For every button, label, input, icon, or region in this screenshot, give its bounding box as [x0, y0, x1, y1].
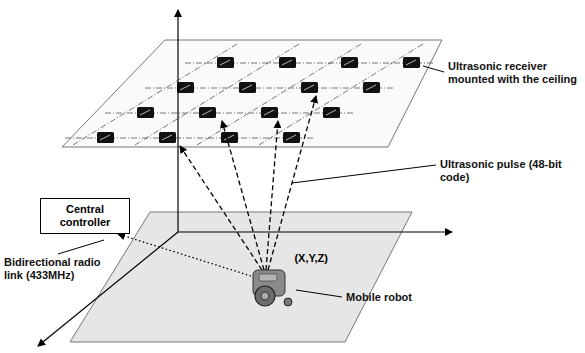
- ceiling-plane: [62, 40, 442, 147]
- box-label: Central controller: [45, 203, 125, 229]
- mobile-robot: (X,Y,Z): [245, 252, 330, 310]
- controller-box: Central controller: [40, 198, 130, 234]
- callout-label: Bidirectional radio link (433MHz): [4, 256, 114, 282]
- receiver-grid: [65, 44, 435, 145]
- callout-label: Ultrasonic receiver mounted with the cei…: [448, 60, 580, 86]
- robot-icon: [247, 266, 297, 310]
- coordinate-label: (X,Y,Z): [294, 252, 328, 265]
- leader-lines: [58, 66, 444, 297]
- radio-link: [118, 234, 251, 276]
- y-axis: [38, 232, 178, 346]
- x-axis: [178, 231, 452, 232]
- z-axis: [177, 10, 178, 232]
- callout-label: Ultrasonic pulse (48-bit code): [440, 158, 580, 184]
- callout-label: Mobile robot: [346, 291, 446, 304]
